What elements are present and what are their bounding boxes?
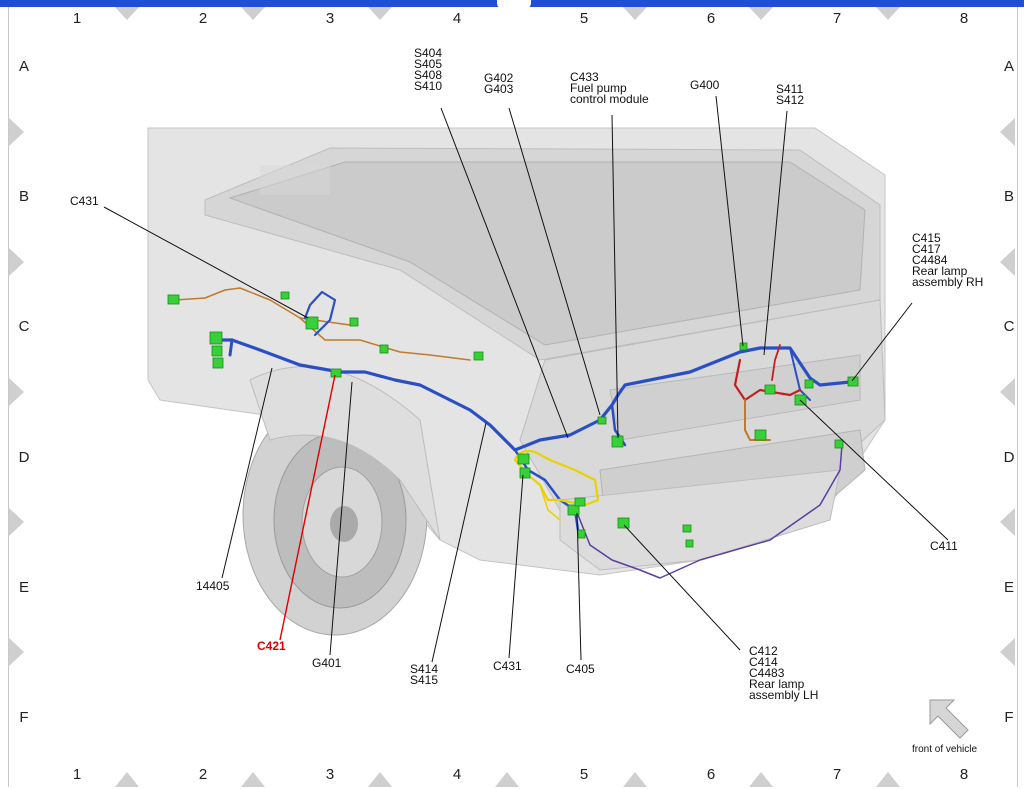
col-label-top-6: 6	[706, 10, 716, 27]
col-label-bottom-6: 6	[706, 766, 716, 783]
label-front-of-vehicle: front of vehicle	[912, 744, 978, 755]
label-c431-top: C431	[70, 194, 99, 208]
col-label-top-2: 2	[198, 10, 208, 27]
col-label-bottom-1: 1	[72, 766, 82, 783]
row-label-left-d: D	[18, 449, 30, 466]
grid-markers	[9, 7, 1015, 787]
row-label-right-a: A	[1003, 58, 1014, 75]
col-label-top-4: 4	[452, 10, 462, 27]
diagram-frame	[8, 7, 1018, 787]
label-c411: C411	[930, 539, 958, 553]
label-s411-s412: S411 S412	[776, 82, 805, 107]
col-label-bottom-5: 5	[579, 766, 589, 783]
label-c433-fuel-pump-module: C433 Fuel pump control module	[570, 70, 649, 106]
label-c405: C405	[566, 662, 595, 676]
row-label-right-b: B	[1003, 188, 1014, 205]
col-label-bottom-4: 4	[452, 766, 462, 783]
col-label-bottom-7: 7	[832, 766, 842, 783]
col-label-top-5: 5	[579, 10, 589, 27]
row-label-left-b: B	[18, 188, 29, 205]
label-14405: 14405	[196, 579, 230, 593]
label-g400: G400	[690, 78, 720, 92]
label-g402-g403: G402 G403	[484, 71, 514, 96]
col-label-bottom-3: 3	[325, 766, 335, 783]
label-g401: G401	[312, 656, 342, 670]
row-label-left-c: C	[18, 318, 30, 335]
front-arrow-icon	[929, 699, 969, 739]
col-label-top-7: 7	[832, 10, 842, 27]
top-bar-notch	[497, 0, 531, 9]
label-rear-lamp-lh: C412 C414 C4483 Rear lamp assembly LH	[749, 644, 819, 702]
row-label-left-a: A	[18, 58, 29, 75]
label-c431-bottom: C431	[493, 659, 522, 673]
row-label-right-c: C	[1003, 318, 1015, 335]
truck-body	[147, 127, 886, 636]
label-s414-s415: S414 S415	[410, 662, 439, 687]
col-label-top-8: 8	[959, 10, 969, 27]
row-label-left-e: E	[18, 579, 29, 596]
row-label-right-d: D	[1003, 449, 1015, 466]
row-label-left-f: F	[19, 709, 29, 726]
col-label-top-3: 3	[325, 10, 335, 27]
row-label-right-f: F	[1004, 709, 1014, 726]
label-rear-lamp-rh: C415 C417 C4484 Rear lamp assembly RH	[912, 231, 984, 289]
col-label-bottom-8: 8	[959, 766, 969, 783]
col-label-top-1: 1	[72, 10, 82, 27]
label-c421-highlighted: C421	[257, 639, 286, 653]
label-s404-s410: S404 S405 S408 S410	[414, 46, 443, 93]
row-label-right-e: E	[1003, 579, 1014, 596]
leader-lines	[103, 95, 949, 663]
col-label-bottom-2: 2	[198, 766, 208, 783]
